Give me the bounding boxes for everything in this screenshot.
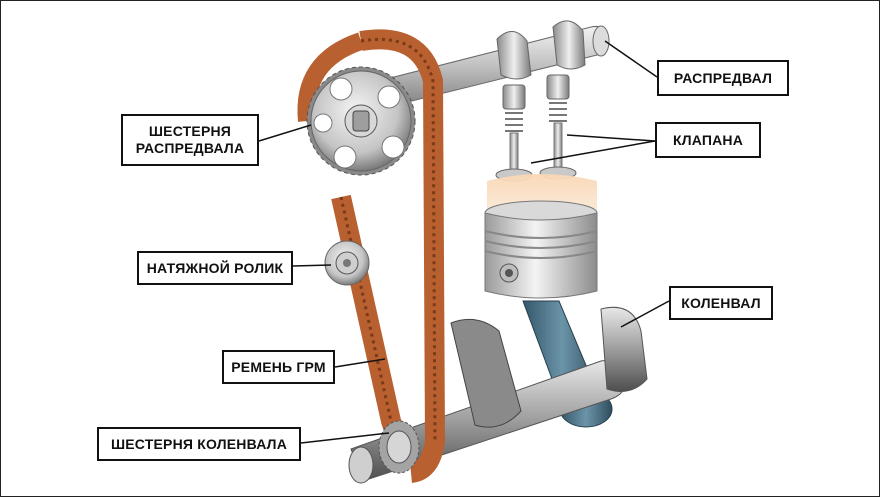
crankshaft-gear-label: ШЕСТЕРНЯ КОЛЕНВАЛА [97,427,301,461]
crankshaft-label: КОЛЕНВАЛ [669,286,773,320]
camshaft-label: РАСПРЕДВАЛ [657,60,789,96]
leader-lines [258,40,670,444]
tensioner-roller [324,240,370,286]
camshaft-gear-label: ШЕСТЕРНЯ РАСПРЕДВАЛА [121,114,259,166]
piston [484,200,598,299]
tensioner-label: НАТЯЖНОЙ РОЛИК [137,251,293,285]
valves [495,74,577,182]
crankshaft [348,306,648,484]
camshaft-gear [306,66,416,176]
valves-label: КЛАПАНА [655,122,761,158]
crankshaft-gear [378,420,420,474]
timing-belt-label: РЕМЕНЬ ГРМ [222,350,335,384]
